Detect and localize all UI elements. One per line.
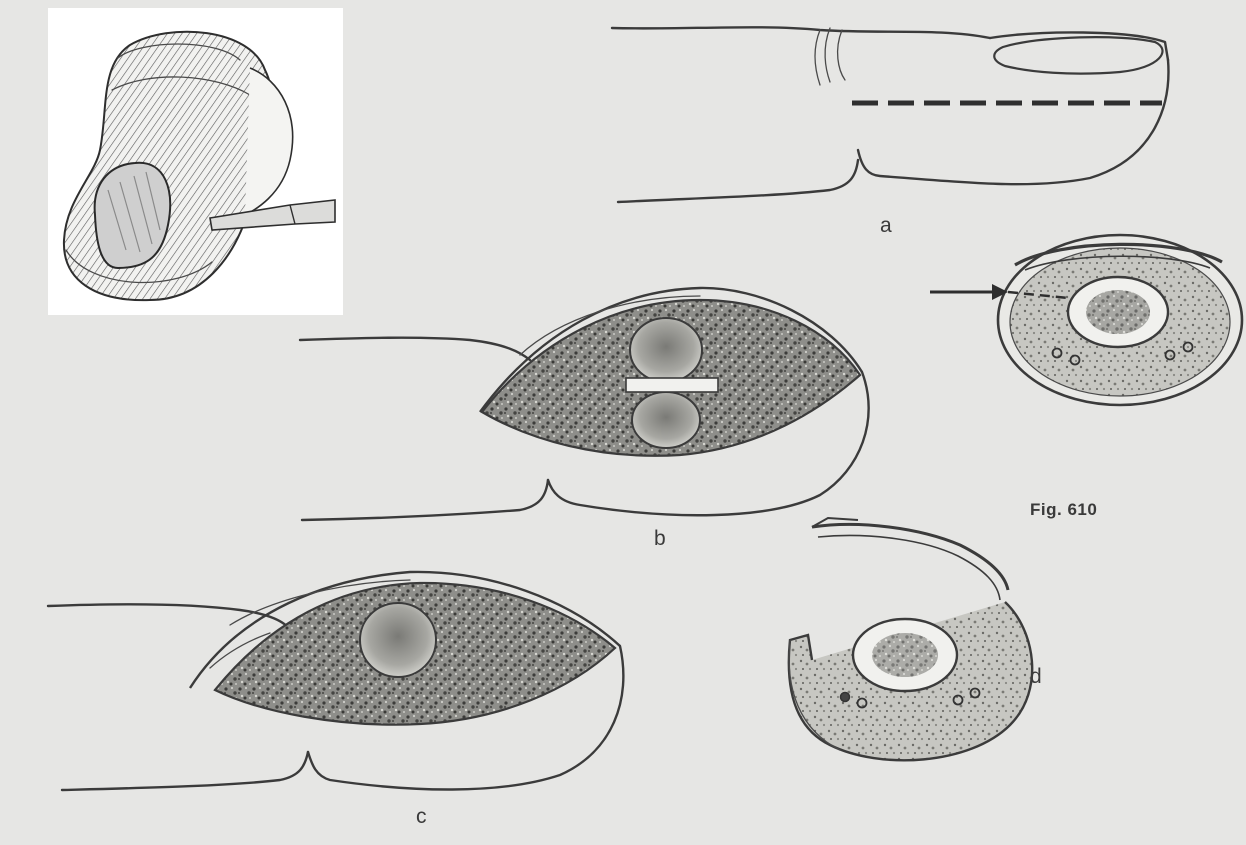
panel-b-label: b [654,527,666,550]
panel-a-label: a [880,214,892,237]
figure-caption: Fig. 610 [1030,500,1097,519]
panel-c-label: c [416,805,427,828]
panel-a-finger-side-view: a [612,27,1168,237]
panel-d-label: d [1030,665,1042,688]
panel-c-opened-finger: c [48,572,623,828]
panel-b-opened-finger: b [300,288,869,550]
panel-a-cross-section [930,235,1242,405]
panel-d-cross-section: d [789,518,1042,760]
inset-thumb-illustration [48,8,343,315]
